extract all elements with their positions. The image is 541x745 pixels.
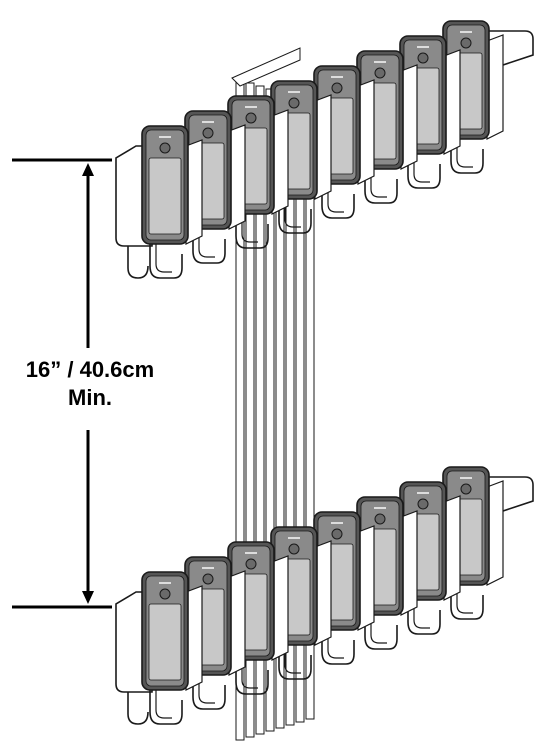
hook-bracket-inner bbox=[327, 630, 344, 659]
device-logo-mark bbox=[417, 46, 429, 48]
hook-bracket bbox=[278, 645, 312, 680]
end-cap-holder bbox=[489, 476, 534, 512]
camera-icon bbox=[159, 142, 171, 154]
hook-bracket-inner bbox=[198, 675, 215, 704]
hook-bracket bbox=[149, 244, 183, 279]
hook-bracket bbox=[364, 615, 398, 650]
device-unit bbox=[141, 125, 203, 279]
hook-bracket bbox=[321, 184, 355, 219]
device-logo-mark bbox=[288, 537, 300, 539]
hook-bracket bbox=[321, 630, 355, 665]
hook-bracket bbox=[364, 169, 398, 204]
front-hook bbox=[127, 692, 149, 725]
camera-icon bbox=[202, 573, 214, 585]
device-logo-mark bbox=[374, 61, 386, 63]
hook-bracket bbox=[278, 199, 312, 234]
device-logo-mark bbox=[331, 76, 343, 78]
hook-bracket-inner bbox=[413, 154, 430, 183]
hook-bracket-inner bbox=[413, 600, 430, 629]
hook-bracket-inner bbox=[327, 184, 344, 213]
device-logo-mark bbox=[159, 136, 171, 138]
device-logo-mark bbox=[245, 106, 257, 108]
device-screen bbox=[148, 157, 182, 235]
dimension-arrow-down bbox=[82, 591, 94, 604]
hook-bracket bbox=[450, 139, 484, 174]
dimension-arrow-up bbox=[82, 163, 94, 176]
hook-bracket bbox=[450, 585, 484, 620]
rail-post bbox=[245, 82, 255, 738]
hook-bracket bbox=[407, 154, 441, 189]
device-logo-mark bbox=[245, 552, 257, 554]
hook-bracket-inner bbox=[155, 244, 172, 273]
hook-bracket bbox=[407, 600, 441, 635]
bottom-tier bbox=[115, 466, 534, 725]
camera-icon bbox=[460, 37, 472, 49]
front-hook bbox=[127, 246, 149, 279]
top-tier bbox=[115, 20, 534, 279]
camera-icon bbox=[159, 588, 171, 600]
hook-bracket-inner bbox=[284, 199, 301, 228]
device-unit bbox=[141, 571, 203, 725]
hook-bracket-inner bbox=[241, 660, 258, 689]
hook-bracket bbox=[149, 690, 183, 725]
hook-bracket bbox=[235, 660, 269, 695]
camera-icon bbox=[202, 127, 214, 139]
camera-icon bbox=[331, 82, 343, 94]
camera-icon bbox=[417, 52, 429, 64]
hook-bracket bbox=[192, 229, 226, 264]
device-logo-mark bbox=[374, 507, 386, 509]
hook-bracket-inner bbox=[198, 229, 215, 258]
hook-bracket-inner bbox=[284, 645, 301, 674]
rail-top-cap bbox=[231, 47, 301, 87]
hook-bracket-inner bbox=[456, 585, 473, 614]
device-logo-mark bbox=[331, 522, 343, 524]
camera-icon bbox=[331, 528, 343, 540]
hook-bracket-inner bbox=[155, 690, 172, 719]
dimension-value: 16” / 40.6cm bbox=[25, 357, 155, 382]
device-logo-mark bbox=[460, 31, 472, 33]
hook-bracket-inner bbox=[370, 169, 387, 198]
dimension-marker bbox=[12, 158, 112, 609]
camera-icon bbox=[374, 67, 386, 79]
device-screen bbox=[148, 603, 182, 681]
rail-post bbox=[255, 85, 265, 735]
hook-bracket bbox=[235, 214, 269, 249]
device-logo-mark bbox=[202, 567, 214, 569]
camera-icon bbox=[417, 498, 429, 510]
hook-bracket-inner bbox=[241, 214, 258, 243]
device-logo-mark bbox=[288, 91, 300, 93]
camera-icon bbox=[245, 558, 257, 570]
dimension-qualifier: Min. bbox=[68, 385, 112, 410]
camera-icon bbox=[460, 483, 472, 495]
device-unit bbox=[356, 496, 418, 650]
hook-bracket bbox=[192, 675, 226, 710]
device-logo-mark bbox=[417, 492, 429, 494]
camera-icon bbox=[374, 513, 386, 525]
device-logo-mark bbox=[159, 582, 171, 584]
device-logo-mark bbox=[202, 121, 214, 123]
camera-icon bbox=[288, 543, 300, 555]
rail-post bbox=[265, 88, 275, 732]
hook-bracket-inner bbox=[456, 139, 473, 168]
dimension-label: 16” / 40.6cm Min. bbox=[0, 356, 180, 412]
end-cap-holder bbox=[489, 30, 534, 66]
hook-bracket-inner bbox=[370, 615, 387, 644]
camera-icon bbox=[245, 112, 257, 124]
device-logo-mark bbox=[460, 477, 472, 479]
camera-icon bbox=[288, 97, 300, 109]
